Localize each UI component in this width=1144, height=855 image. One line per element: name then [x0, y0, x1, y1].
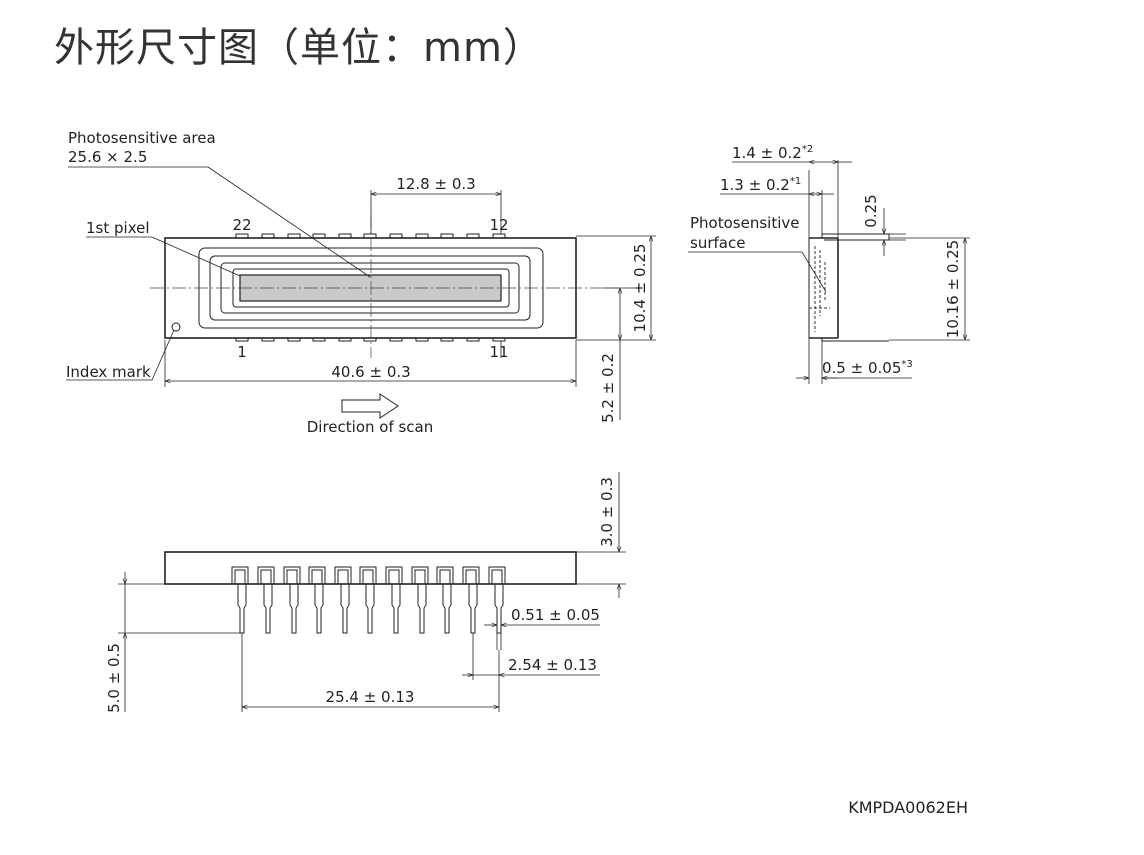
scan-direction-label: Direction of scan	[307, 418, 434, 436]
side-view: Photosensitive surface 1.4 ± 0.2*2 1.3 ±…	[688, 144, 970, 384]
pin-label-12: 12	[489, 216, 508, 234]
first-pixel-label: 1st pixel	[86, 219, 150, 237]
dim-pitch: 2.54 ± 0.13	[508, 656, 597, 674]
dim-pin-width: 0.51 ± 0.05	[511, 606, 600, 624]
bottom-package-outline	[164, 551, 577, 585]
front-view: 12.8 ± 0.3 40.6 ± 0.3 10.4 ± 0.25 5.2 ± …	[66, 129, 656, 436]
photosensitive-area-label: Photosensitive area	[68, 129, 216, 147]
index-mark-label: Index mark	[66, 363, 151, 381]
photosensitive-surface-label-2: surface	[690, 234, 745, 252]
dim-side-0-5: 0.5 ± 0.05*3	[822, 359, 913, 377]
dim-height: 10.4 ± 0.25	[631, 244, 649, 333]
dim-side-10-16: 10.16 ± 0.25	[944, 240, 962, 338]
pin-label-11: 11	[489, 343, 508, 361]
page-title: 外形尺寸图（单位：mm）	[54, 25, 544, 71]
dim-lead-length: 5.0 ± 0.5	[105, 643, 123, 713]
bottom-view-leads	[231, 566, 506, 634]
pin-label-1: 1	[237, 343, 247, 361]
photosensitive-area-size: 25.6 × 2.5	[68, 148, 147, 166]
pin-label-22: 22	[232, 216, 251, 234]
dim-length: 40.6 ± 0.3	[331, 363, 410, 381]
bottom-view: 3.0 ± 0.3 5.0 ± 0.5 0.51 ± 0.05 2.54 ± 0…	[105, 472, 626, 713]
dim-center-offset: 12.8 ± 0.3	[396, 175, 475, 193]
dim-side-0-25: 0.25	[862, 194, 880, 227]
scan-direction-arrow	[341, 393, 399, 419]
photosensitive-surface-label-1: Photosensitive	[690, 214, 799, 232]
dim-side-1-4: 1.4 ± 0.2*2	[732, 144, 813, 162]
dim-side-1-3: 1.3 ± 0.2*1	[720, 176, 801, 194]
dim-bottom-height: 3.0 ± 0.3	[598, 477, 616, 547]
drawing-code: KMPDA0062EH	[848, 798, 968, 817]
index-mark	[171, 322, 181, 332]
dim-span: 25.4 ± 0.13	[326, 688, 415, 706]
dim-center-height: 5.2 ± 0.2	[599, 353, 617, 423]
